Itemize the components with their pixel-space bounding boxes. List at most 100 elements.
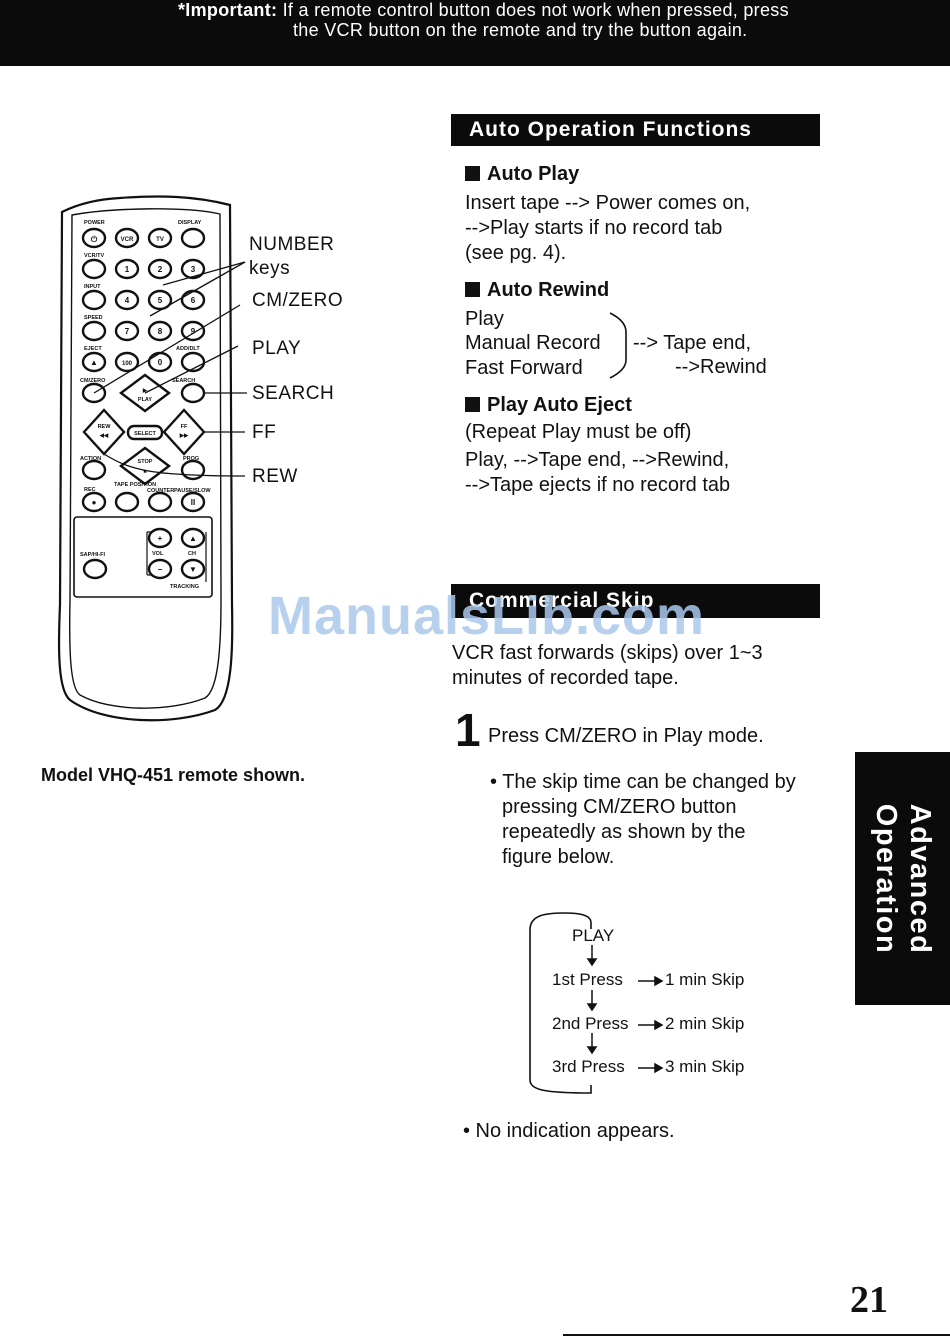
rew-button-label: REW [98,424,112,430]
auto-play-line-2: -->Play starts if no record tab [465,217,723,239]
play-icon: ▶ [142,387,148,394]
important-text-1: If a remote control button does not work… [282,0,789,20]
auto-rewind-title-text: Auto Rewind [487,279,610,301]
bullet-1-line-3: repeatedly as shown by the [502,821,746,843]
number-1-button[interactable] [114,258,140,280]
number-8-label: 8 [158,327,163,336]
number-4-button[interactable] [114,289,140,311]
rewind-bracket-icon [609,312,627,379]
ff-button-label: FF [181,424,188,430]
number-9-button[interactable] [180,320,206,342]
play-auto-eject-title-text: Play Auto Eject [487,394,632,416]
label-addlt: ADD/DLT [176,346,200,352]
ch-down-button[interactable] [180,558,206,580]
number-8-button[interactable] [147,320,173,342]
number-2-label: 2 [158,265,163,274]
vol-down-button[interactable] [147,558,173,580]
auto-play-title: Auto Play [465,163,579,186]
pause-slow-button[interactable] [180,491,206,513]
select-button[interactable] [126,424,164,441]
callout-keys: keys [249,258,291,279]
number-7-button[interactable] [114,320,140,342]
search-button[interactable] [180,382,206,404]
label-pause: PAUSE/SLOW [174,488,211,494]
vcrtv-button[interactable] [81,258,107,280]
addlt-button[interactable] [180,351,206,373]
rec-button[interactable] [81,491,107,513]
input-button[interactable] [81,289,107,311]
callout-number: NUMBER [249,234,335,255]
auto-play-line-1: Insert tape --> Power comes on, [465,192,751,214]
number-5-label: 5 [158,296,163,305]
callout-rew: REW [252,466,298,487]
action-button[interactable] [81,459,107,481]
counter-button[interactable] [147,491,173,513]
rec-dot-icon: ● [92,498,97,507]
play-auto-eject-line-1: (Repeat Play must be off) [465,421,692,443]
bullet-1-line-2: pressing CM/ZERO button [502,796,737,818]
commercial-skip-header: Commercial Skip [451,584,820,618]
label-display: DISPLAY [178,220,202,226]
leader-play [144,345,239,394]
lower-panel [73,516,213,598]
label-cmzero: CM/ZERO [80,378,106,384]
play-auto-eject-title: Play Auto Eject [465,394,632,417]
sap-hifi-button[interactable] [82,558,108,580]
ch-up-button[interactable] [180,527,206,549]
label-tape-position: TAPE POSITION [114,482,156,488]
prog-button[interactable] [180,459,206,481]
number-3-button[interactable] [180,258,206,280]
number-7-label: 7 [125,327,130,336]
label-vol: VOL [152,551,164,557]
vol-up-button[interactable] [147,527,173,549]
important-line-1: *Important: If a remote control button d… [178,0,789,21]
rew-button[interactable] [82,408,126,456]
tv-button[interactable] [147,227,173,249]
rew-icon: ◀◀ [99,432,109,439]
side-tab-line-1: Advanced [903,803,936,954]
ff-icon: ▶▶ [179,432,189,439]
bullet-1-line-1: • The skip time can be changed by [490,771,796,793]
callout-search: SEARCH [252,383,335,404]
number-1-label: 1 [125,265,130,274]
power-button[interactable] [81,227,107,249]
auto-operation-header: Auto Operation Functions [451,114,820,146]
display-button[interactable] [180,227,206,249]
tv-button-label: TV [156,237,164,243]
number-100-button[interactable] [114,351,140,373]
play-button[interactable] [119,373,171,413]
important-banner: *Important: If a remote control button d… [0,0,950,66]
leader-cmzero [93,304,241,394]
leader-number-keys [162,261,246,286]
eject-button[interactable] [81,351,107,373]
label-vcrtv: VCR/TV [84,253,105,259]
auto-rewind-mode-manual-record: Manual Record [465,332,601,354]
auto-rewind-tape-end: --> Tape end, [633,332,752,354]
flow-1st-press: 1st Press [552,970,623,989]
number-2-button[interactable] [147,258,173,280]
number-5-button[interactable] [147,289,173,311]
cmzero-button[interactable] [81,382,107,404]
eject-icon: ▲ [90,358,98,367]
auto-rewind-mode-play: Play [465,308,504,330]
number-0-label: 0 [158,358,163,367]
ff-button[interactable] [162,408,206,456]
select-button-label: SELECT [134,431,156,437]
label-power: POWER [84,220,105,226]
commercial-skip-intro-2: minutes of recorded tape. [452,667,679,689]
square-bullet-icon [465,166,480,181]
speed-button[interactable] [81,320,107,342]
bullet-1-line-4: figure below. [502,846,615,868]
label-sap: SAP/HI-FI [80,552,106,558]
tape-position-button[interactable] [114,491,140,513]
important-lead: *Important: [178,0,278,20]
vol-down-icon: − [158,565,163,574]
advanced-operation-tab: Advanced Operation [855,752,950,1005]
page-number: 21 [850,1279,888,1321]
flow-play: PLAY [572,926,615,945]
ch-down-icon: ▼ [189,565,197,574]
stop-button[interactable] [119,446,171,486]
pause-icon: II [191,498,195,507]
vcr-button[interactable] [114,227,140,249]
